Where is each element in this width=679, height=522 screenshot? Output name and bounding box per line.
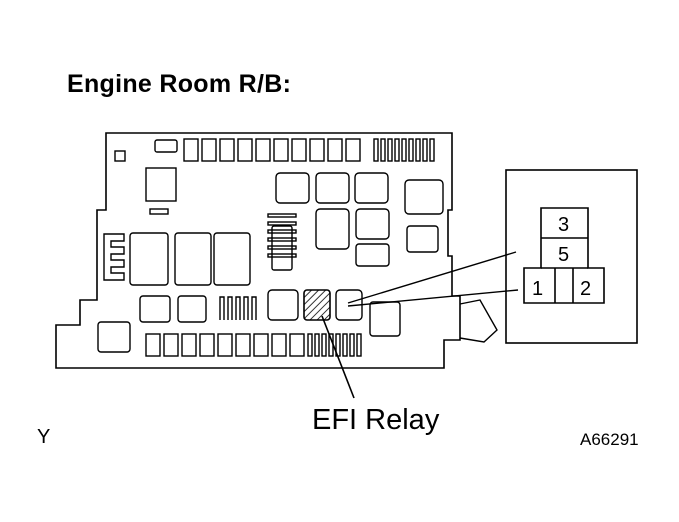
middle-row [97,289,401,353]
diagram-title: Engine Room R/B: [67,70,292,98]
leader-line-upper [347,251,517,304]
efi-relay-label: EFI Relay [312,404,440,436]
efi-relay-location [303,289,331,321]
top-fuse-row [154,138,435,162]
view-letter: Y [37,426,51,448]
pin-label-1: 1 [532,278,543,300]
figure-code: A66291 [580,430,639,449]
upper-relays [267,172,444,271]
board-side-tab [459,299,498,343]
leader-line-lower [347,289,519,307]
pin-label-2: 2 [580,278,591,300]
left-components [103,150,251,286]
board-outline [55,132,461,369]
bottom-fuse-row [145,333,362,357]
pin-label-3: 3 [558,214,569,236]
pin-label-5: 5 [558,244,569,266]
leader-line-label [321,315,355,399]
relay-connector-face [523,207,605,304]
